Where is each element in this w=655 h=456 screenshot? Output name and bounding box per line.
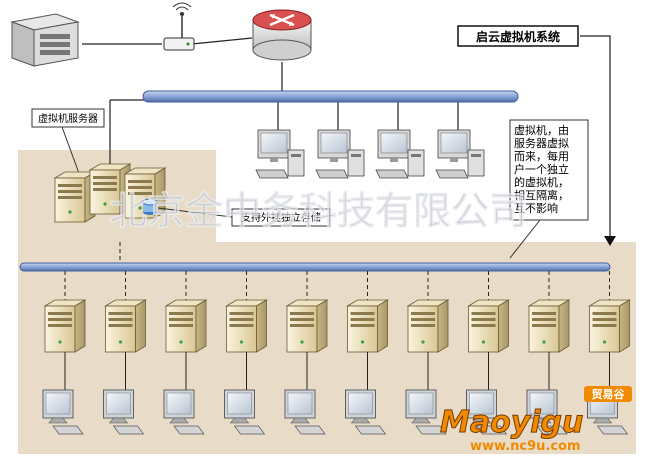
logo-url: www.nc9u.com (470, 439, 581, 454)
client-server-icon (346, 299, 389, 353)
monitor-icon (284, 389, 326, 435)
monitor-icon (466, 389, 508, 435)
vm-note-text: 虚拟机，由服务器虚拟而来，每用户一个独立的虚拟机，相互隔离，互不影响 (514, 123, 569, 215)
logo-wordmark: Maoyigu (440, 405, 583, 440)
system-title: 启云虚拟机系统 (476, 29, 560, 44)
arrow-down-icon (604, 236, 616, 246)
monitor-icon (42, 389, 84, 435)
workstation-icon (375, 129, 425, 179)
vm-note-line: 户一个独立 (514, 162, 569, 176)
vm-server-group (53, 163, 167, 223)
client-server-icon (406, 299, 450, 353)
server-label: 虚拟机服务器 (38, 112, 98, 125)
rack-server-icon (10, 13, 80, 67)
client-server-icon (43, 299, 87, 353)
vm-note-line: 相互隔离， (514, 188, 569, 202)
client-row (42, 271, 631, 435)
vm-server-icon (88, 163, 132, 215)
maoyigu-logo: Maoyigu 贸易谷 www.nc9u.com (440, 386, 632, 454)
client-server-icon (104, 299, 147, 353)
vm-note-line: 虚拟机，由 (514, 123, 569, 137)
workstation-group (255, 129, 485, 179)
vm-note-line: 服务器虚拟 (514, 136, 569, 150)
client-server-icon (527, 299, 571, 353)
client-server-icon (588, 299, 631, 353)
client-server-icon (164, 299, 208, 353)
workstation-icon (255, 129, 305, 179)
router-icon (252, 9, 312, 61)
client-server-icon (225, 299, 268, 353)
storage-icon (142, 198, 158, 215)
lower-backbone (19, 262, 611, 272)
wireless-access-point-icon (163, 2, 195, 51)
monitor-icon (345, 389, 387, 435)
storage-label-box (231, 208, 331, 227)
vm-note-line: 互不影响 (514, 202, 558, 215)
workstation-icon (435, 129, 485, 179)
server-label-box (31, 108, 105, 128)
watermark: 北京金中务科技有限公司 (109, 189, 527, 233)
monitor-icon (103, 389, 145, 435)
monitor-icon (405, 389, 447, 435)
storage-label: 支持外挂独立存储 (241, 211, 321, 224)
client-server-icon (285, 299, 329, 353)
title-box (457, 25, 579, 47)
logo-badge: 贸易谷 (592, 387, 626, 401)
monitor-icon (526, 389, 568, 435)
client-server-icon (467, 299, 510, 353)
vm-note-line: 而来，每用 (514, 149, 569, 163)
top-wiring (82, 35, 611, 242)
workstation-icon (315, 129, 365, 179)
upper-backbone (142, 90, 519, 103)
monitor-icon (163, 389, 205, 435)
vm-note-line: 的虚拟机， (514, 175, 569, 189)
monitor-icon (224, 389, 266, 435)
vm-note-box (509, 119, 589, 221)
vm-server-icon (53, 171, 97, 223)
